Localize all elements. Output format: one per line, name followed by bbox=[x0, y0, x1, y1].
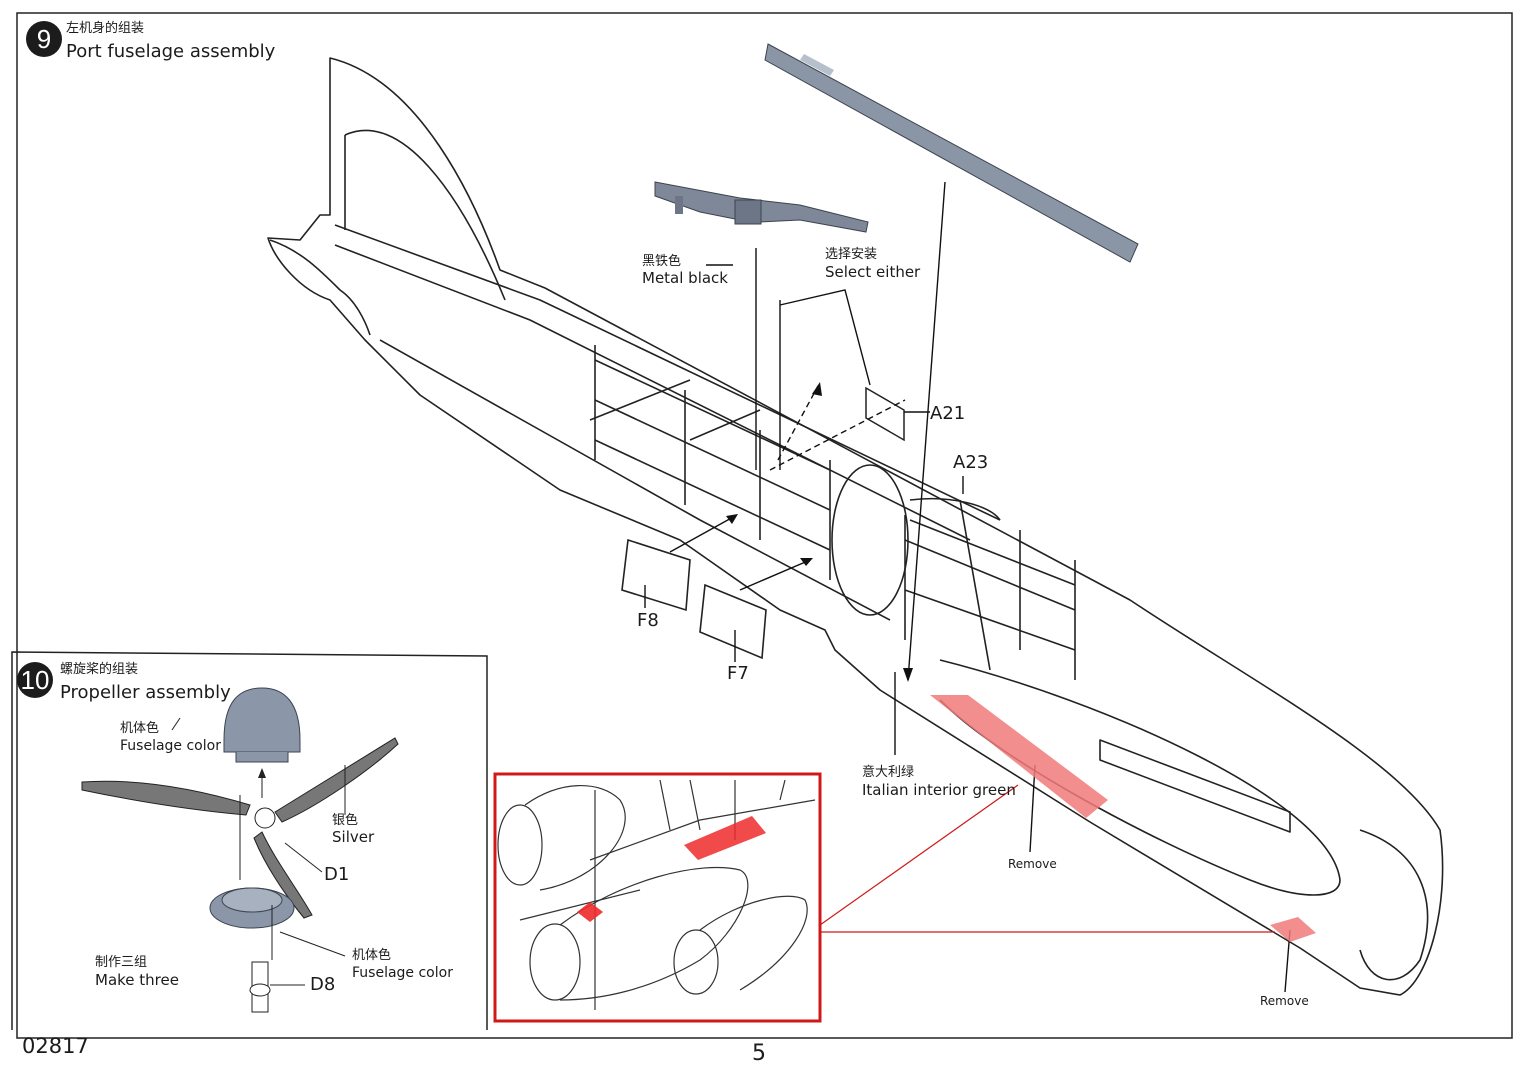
part-f7-shape bbox=[699, 583, 767, 660]
remove-label-1: Remove bbox=[1008, 857, 1057, 871]
fuselage-color2-en: Fuselage color bbox=[352, 965, 453, 981]
italian-green-en: Italian interior green bbox=[862, 781, 1016, 799]
select-either-zh: 选择安装 bbox=[825, 247, 878, 262]
fuselage-color2-zh: 机体色 bbox=[352, 948, 392, 963]
grey-strip-part bbox=[764, 43, 1139, 263]
part-label-d8: D8 bbox=[310, 974, 336, 995]
part-f8-shape bbox=[621, 538, 691, 612]
detail-inset-frame bbox=[493, 772, 822, 1023]
select-either-en: Select either bbox=[825, 263, 921, 281]
fuselage-color-en: Fuselage color bbox=[120, 738, 221, 754]
inset-remove-2 bbox=[577, 902, 603, 922]
remove-area-1 bbox=[930, 695, 1108, 818]
step-10-title-en: Propeller assembly bbox=[60, 682, 231, 703]
part-label-f7: F7 bbox=[727, 663, 749, 684]
step-10-badge: 10 bbox=[17, 662, 53, 698]
leader-lines bbox=[644, 181, 1291, 993]
step-9-title-en: Port fuselage assembly bbox=[66, 41, 276, 62]
part-label-f8: F8 bbox=[637, 610, 659, 631]
propeller-art bbox=[81, 687, 399, 1013]
silver-zh: 银色 bbox=[332, 813, 359, 828]
page-number: 5 bbox=[752, 1041, 766, 1066]
make-three-en: Make three bbox=[95, 971, 179, 989]
step-10-title-zh: 螺旋桨的组装 bbox=[60, 662, 139, 677]
fuselage-half bbox=[267, 57, 1444, 996]
make-three-zh: 制作三组 bbox=[95, 955, 148, 970]
machine-gun bbox=[654, 181, 869, 233]
silver-en: Silver bbox=[332, 828, 375, 846]
part-label-a23: A23 bbox=[953, 452, 989, 473]
italian-green-zh: 意大利绿 bbox=[862, 765, 915, 780]
step-9-title-zh: 左机身的组装 bbox=[66, 21, 145, 36]
remove-area-2 bbox=[1270, 917, 1316, 942]
step-9-badge: 9 bbox=[26, 21, 62, 57]
propeller-panel-frame bbox=[11, 651, 488, 1030]
remove-label-2: Remove bbox=[1260, 994, 1309, 1008]
detail-inset-art bbox=[497, 779, 816, 1010]
inset-remove-1 bbox=[684, 816, 766, 860]
fuselage-color-zh: 机体色 bbox=[120, 721, 160, 736]
page-frame bbox=[16, 12, 1513, 1039]
kit-number: 02817 bbox=[22, 1034, 89, 1058]
part-label-a21: A21 bbox=[930, 403, 966, 424]
part-a21-shape bbox=[865, 386, 905, 442]
part-label-d1: D1 bbox=[324, 864, 350, 885]
metal-black-en: Metal black bbox=[642, 269, 728, 287]
metal-black-zh: 黑铁色 bbox=[642, 254, 682, 269]
